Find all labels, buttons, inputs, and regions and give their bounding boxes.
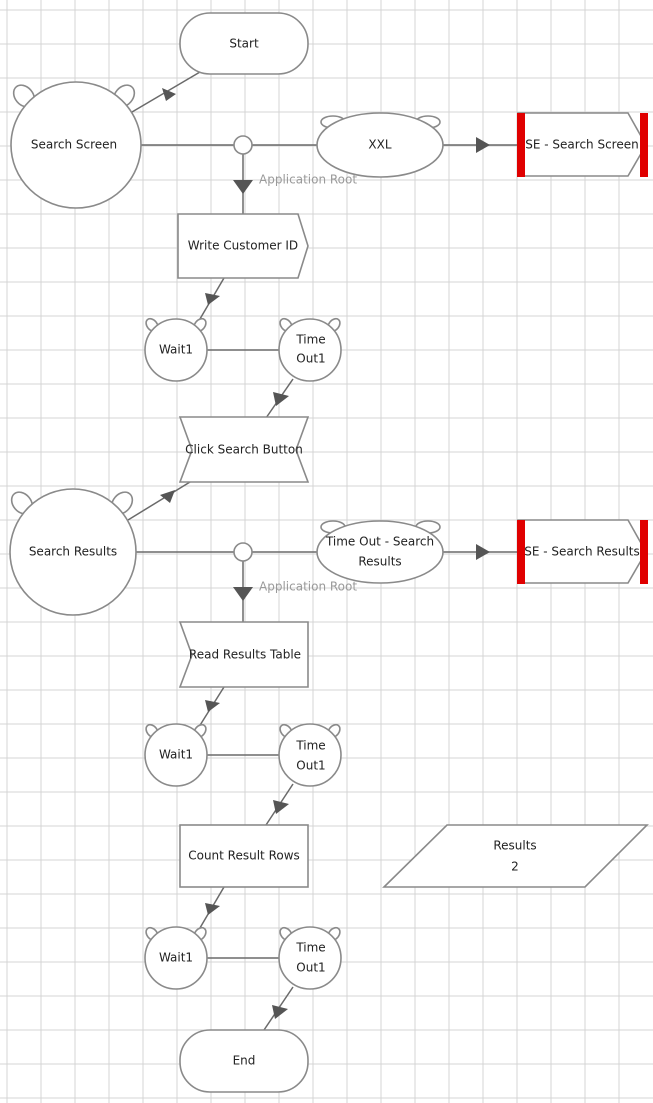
click-search-button-node[interactable]: Click Search Button: [178, 416, 310, 483]
wait1-label: Wait1: [159, 951, 193, 965]
timeout1-node[interactable]: Time Out1: [278, 925, 343, 990]
click-search-button-label: Click Search Button: [185, 443, 303, 457]
arrow-icon: [160, 490, 175, 503]
write-customer-id-label: Write Customer ID: [188, 239, 298, 253]
wait1-label: Wait1: [159, 343, 193, 357]
read-results-table-node[interactable]: Read Results Table: [178, 621, 309, 688]
read-results-table-label: Read Results Table: [189, 648, 301, 662]
wait1-node[interactable]: Wait1: [144, 722, 209, 787]
arrow-icon: [273, 800, 289, 814]
arrow-icon: [272, 1005, 288, 1019]
application-root-label: Application Root: [259, 173, 357, 187]
connectors: [127, 71, 518, 1031]
se-search-screen-node[interactable]: SE - Search Screen: [517, 112, 648, 177]
start-label: Start: [229, 37, 259, 51]
se-search-screen-label: SE - Search Screen: [525, 138, 638, 152]
results-data-item[interactable]: Results 2: [382, 824, 649, 888]
arrow-icon: [476, 544, 490, 560]
junction-node[interactable]: [233, 135, 253, 155]
arrow-icon: [162, 88, 176, 101]
arrow-icon: [205, 903, 220, 915]
wait1-node[interactable]: Wait1: [144, 925, 209, 990]
write-customer-id-node[interactable]: Write Customer ID: [177, 213, 309, 279]
timeout1-node[interactable]: Time Out1: [278, 316, 343, 382]
arrow-icon: [205, 293, 220, 305]
timeout1-label-line1: Time: [295, 941, 325, 955]
end-label: End: [233, 1054, 256, 1068]
se-search-results-node[interactable]: SE - Search Results: [517, 519, 648, 584]
count-result-rows-node[interactable]: Count Result Rows: [179, 824, 309, 888]
wait1-label: Wait1: [159, 748, 193, 762]
count-result-rows-label: Count Result Rows: [188, 849, 300, 863]
arrow-icon: [205, 700, 220, 712]
timeout-search-results-label-line2: Results: [358, 555, 401, 569]
timeout-search-results-node[interactable]: Time Out - Search Results: [316, 520, 444, 584]
timeout1-label-line2: Out1: [296, 759, 325, 773]
timeout1-label-line1: Time: [295, 333, 325, 347]
start-node[interactable]: Start: [179, 12, 309, 75]
se-search-results-label: SE - Search Results: [524, 545, 640, 559]
application-root-label: Application Root: [259, 580, 357, 594]
end-node[interactable]: End: [179, 1029, 309, 1093]
wait1-node[interactable]: Wait1: [144, 316, 209, 382]
search-screen-label: Search Screen: [31, 138, 117, 152]
search-results-node[interactable]: Search Results: [7, 488, 137, 616]
arrow-icon: [233, 587, 253, 601]
arrow-icon: [273, 392, 289, 406]
xxl-node[interactable]: XXL: [316, 112, 444, 178]
timeout1-node[interactable]: Time Out1: [278, 722, 343, 787]
results-label: Results: [493, 839, 536, 853]
xxl-label: XXL: [368, 138, 391, 152]
arrow-icon: [233, 180, 253, 194]
search-results-label: Search Results: [29, 545, 117, 559]
timeout1-label-line2: Out1: [296, 352, 325, 366]
timeout-search-results-label-line1: Time Out - Search: [325, 535, 434, 549]
timeout1-label-line2: Out1: [296, 961, 325, 975]
timeout1-label-line1: Time: [295, 739, 325, 753]
search-screen-node[interactable]: Search Screen: [9, 81, 142, 209]
junction-node[interactable]: [233, 542, 253, 562]
arrow-icon: [476, 137, 490, 153]
results-value: 2: [511, 860, 519, 874]
